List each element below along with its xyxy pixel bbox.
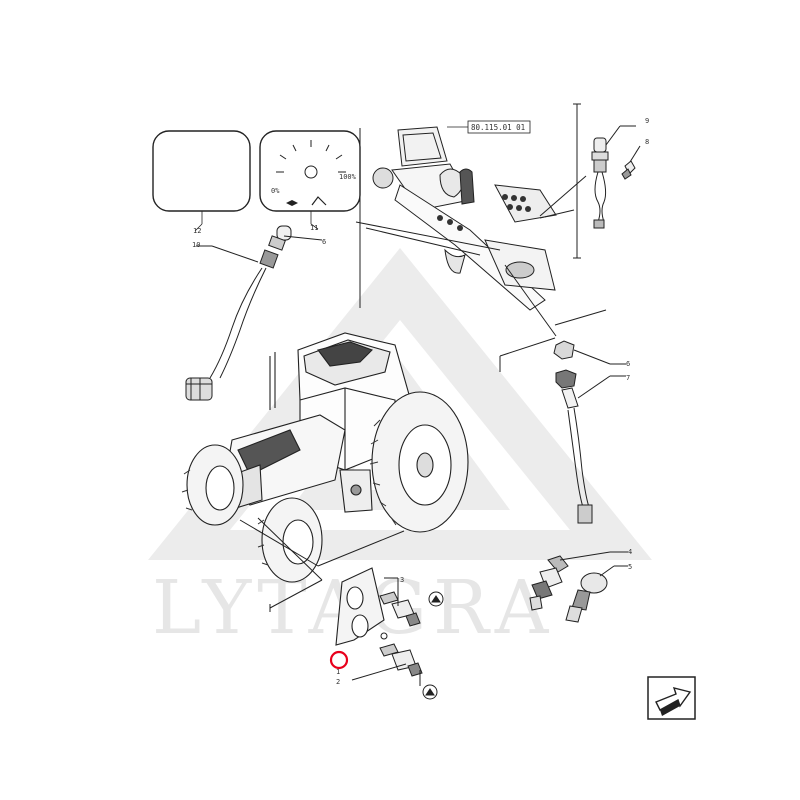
callout-5: 5	[628, 563, 632, 571]
next-page-arrow-icon[interactable]	[647, 676, 696, 720]
callout-7: 7	[626, 374, 630, 382]
tractor-illustration	[181, 332, 469, 583]
callout-11: 11	[310, 224, 318, 232]
cab-console-assembly	[372, 126, 557, 311]
callout-2: 2	[336, 678, 340, 686]
callout-6-left: 6	[322, 238, 326, 246]
gauge-arrow-icon	[311, 196, 327, 206]
callout-10: 10	[192, 241, 200, 249]
callout-12: 12	[193, 227, 201, 235]
callout-3: 3	[400, 576, 404, 584]
callout-4: 4	[628, 548, 632, 556]
connector-3	[351, 632, 438, 700]
display-panel	[152, 130, 251, 232]
switch-5	[565, 565, 628, 623]
console-bracket-lines	[355, 103, 607, 372]
bulb-8	[621, 145, 641, 180]
socket-plate-1	[335, 567, 385, 646]
sensor-10	[185, 225, 323, 401]
switch-4	[529, 551, 628, 611]
switch-assembly-7	[553, 340, 626, 524]
callout-9: 9	[645, 117, 649, 125]
callout-6-right: 6	[626, 360, 630, 368]
callout-labels: 1 2 3 4 5 6 6 7 8 9 10 11 12	[192, 117, 649, 686]
reference-tag: 80.115.01 01	[447, 120, 531, 134]
highlight-circle	[329, 650, 349, 670]
gauge-max-label: 100%	[339, 173, 357, 181]
gauge-ticks	[276, 140, 346, 173]
fuel-pump-icon	[286, 200, 298, 206]
callout-1: 1	[336, 668, 340, 676]
sensor-9	[591, 125, 636, 229]
tractor-leader-lines	[239, 517, 405, 612]
connector-2	[379, 577, 444, 627]
callout-8: 8	[645, 138, 649, 146]
gauge-min-label: 0%	[271, 187, 280, 195]
reference-code: 80.115.01 01	[471, 123, 525, 132]
fuel-gauge: 0% 100%	[259, 130, 361, 230]
